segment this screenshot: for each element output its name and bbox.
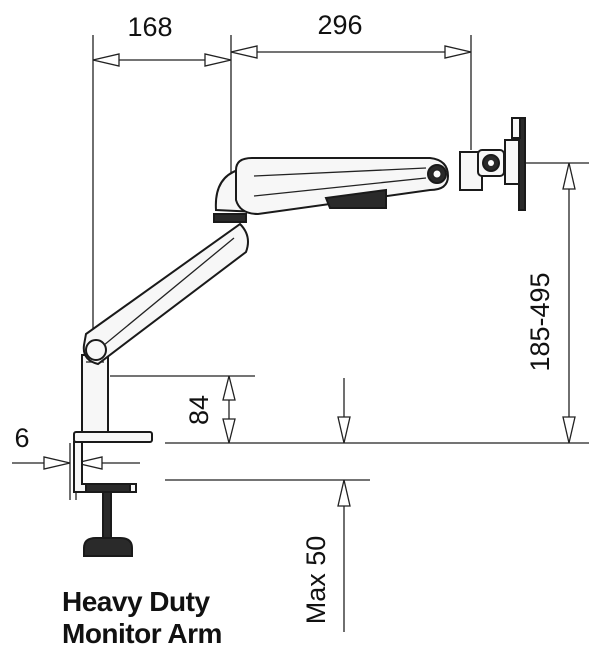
dimension-max-desk: Max 50 [301, 479, 351, 632]
dimension-height-range-label: 185-495 [525, 272, 555, 371]
product-caption: Heavy Duty Monitor Arm [62, 586, 302, 650]
dimension-168: 168 [92, 12, 232, 345]
dimension-84: 84 [110, 375, 255, 444]
dimension-84-label: 84 [184, 395, 214, 425]
dimension-296: 296 [230, 10, 472, 150]
caption-line-1: Heavy Duty [62, 586, 210, 617]
monitor-arm-illustration [73, 117, 526, 557]
monitor-arm-dimension-diagram: 168 296 185-495 84 Max 50 [12, 10, 589, 632]
dimension-max-desk-label: Max 50 [301, 536, 331, 625]
caption-line-2: Monitor Arm [62, 618, 222, 649]
dimension-168-label: 168 [127, 12, 172, 42]
desk-pointer-arrow [337, 378, 351, 444]
dimension-6-label: 6 [14, 423, 29, 453]
dimension-height-range: 185-495 [520, 162, 589, 444]
dimension-296-label: 296 [317, 10, 362, 40]
